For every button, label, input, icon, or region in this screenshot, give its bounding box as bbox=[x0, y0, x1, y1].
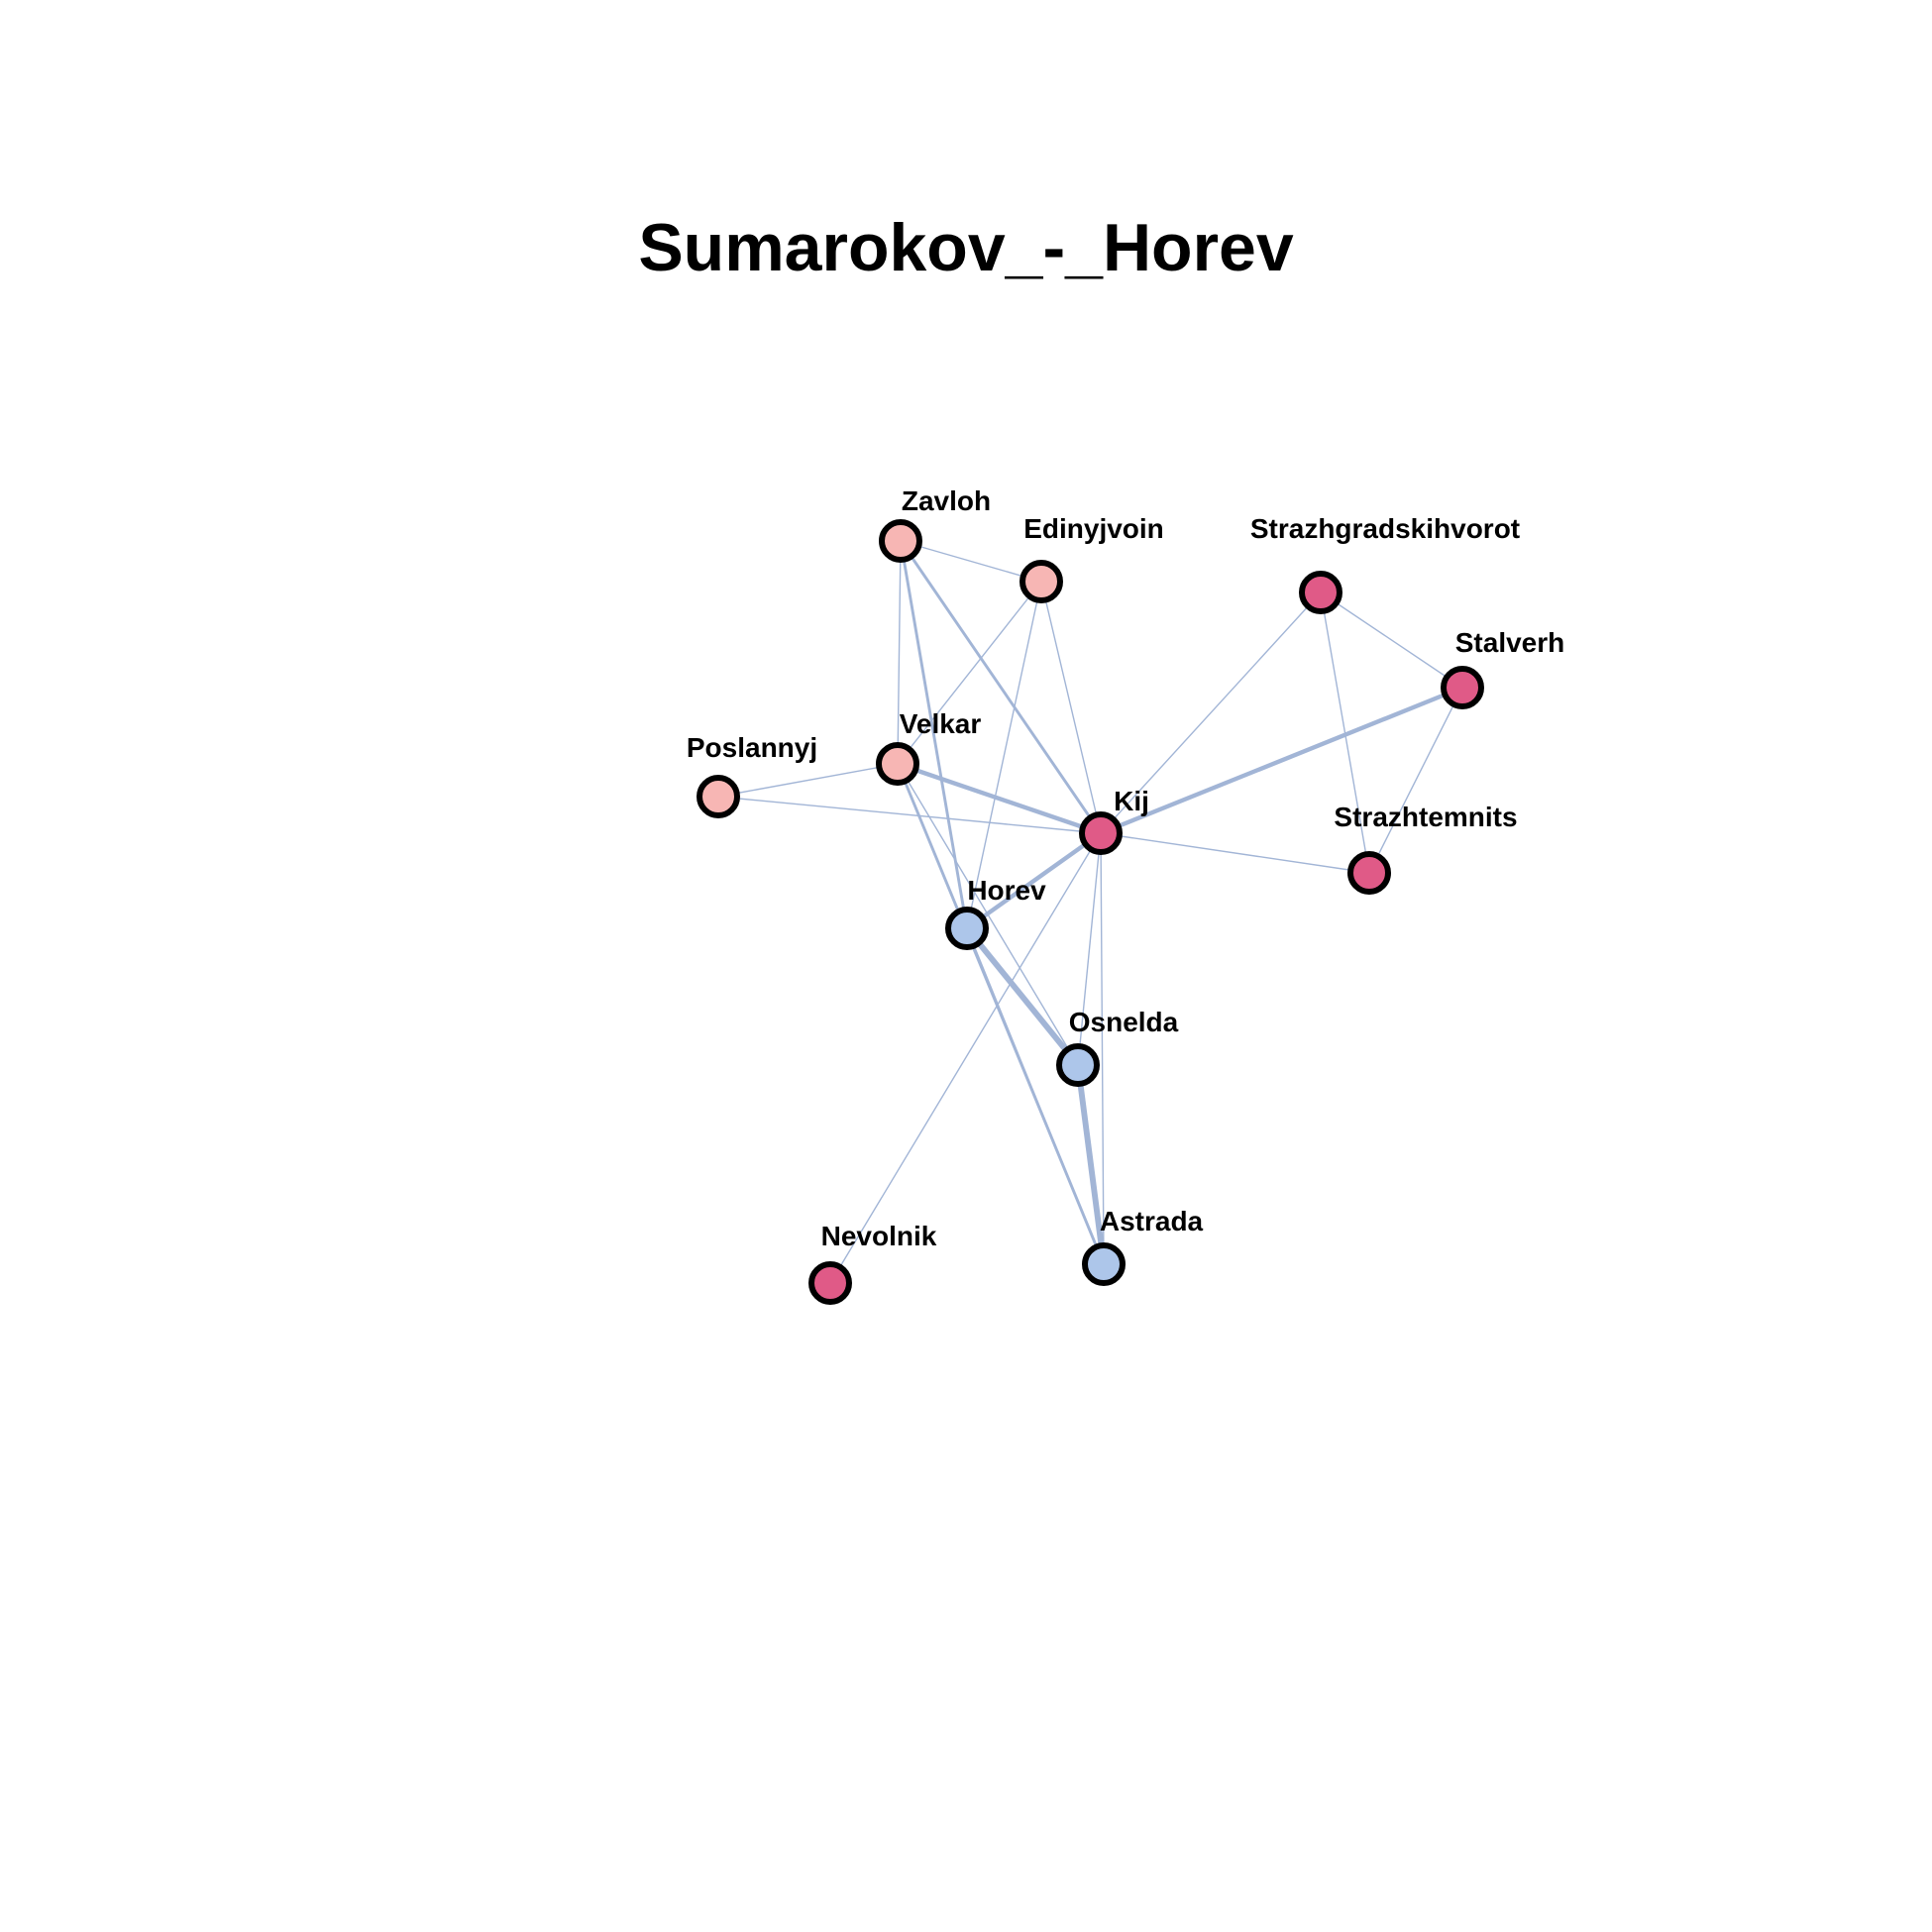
node-label-zavloh: Zavloh bbox=[902, 485, 991, 516]
edge-edinyjvoin-horev bbox=[966, 581, 1042, 929]
node-poslannyj[interactable] bbox=[697, 775, 740, 818]
edge-stalverh-strazhtemnits bbox=[1368, 687, 1463, 874]
edge-layer bbox=[717, 539, 1465, 1284]
edge-kij-horev bbox=[964, 830, 1104, 931]
node-layer bbox=[697, 519, 1484, 1305]
edge-horev-osnelda bbox=[964, 925, 1081, 1068]
node-horev[interactable] bbox=[945, 907, 989, 950]
node-edinyjvoin[interactable] bbox=[1020, 560, 1063, 603]
node-osnelda[interactable] bbox=[1056, 1043, 1100, 1087]
edge-stalverh-kij bbox=[1098, 685, 1465, 836]
edge-zavloh-edinyjvoin bbox=[900, 540, 1042, 583]
node-strazhtemnits[interactable] bbox=[1347, 851, 1391, 895]
node-stalverh[interactable] bbox=[1441, 666, 1484, 709]
edge-velkar-kij bbox=[895, 761, 1104, 836]
edge-kij-strazhtemnits bbox=[1100, 832, 1370, 874]
edge-strazhgradskihvorot-stalverh bbox=[1320, 591, 1463, 689]
node-zavloh[interactable] bbox=[879, 519, 922, 563]
edge-edinyjvoin-velkar bbox=[897, 581, 1042, 765]
node-velkar[interactable] bbox=[876, 742, 919, 786]
node-label-velkar: Velkar bbox=[900, 708, 982, 739]
edge-zavloh-kij bbox=[899, 539, 1103, 835]
node-label-astrada: Astrada bbox=[1100, 1206, 1204, 1236]
node-nevolnik[interactable] bbox=[808, 1261, 852, 1305]
node-strazhgradskihvorot[interactable] bbox=[1299, 571, 1342, 614]
edge-zavloh-horev bbox=[899, 539, 969, 930]
edge-kij-nevolnik bbox=[829, 832, 1102, 1284]
edge-poslannyj-kij bbox=[717, 796, 1102, 834]
node-astrada[interactable] bbox=[1082, 1242, 1126, 1286]
node-label-stalverh: Stalverh bbox=[1455, 627, 1565, 658]
node-label-strazhtemnits: Strazhtemnits bbox=[1334, 802, 1517, 832]
edge-osnelda-astrada bbox=[1075, 1062, 1107, 1267]
node-label-nevolnik: Nevolnik bbox=[821, 1221, 937, 1251]
edge-kij-astrada bbox=[1100, 832, 1105, 1265]
node-kij[interactable] bbox=[1079, 811, 1123, 855]
node-label-horev: Horev bbox=[967, 875, 1046, 906]
edge-kij-osnelda bbox=[1077, 832, 1102, 1066]
node-label-edinyjvoin: Edinyjvoin bbox=[1023, 513, 1164, 544]
edge-horev-astrada bbox=[966, 927, 1105, 1265]
edge-strazhgradskihvorot-kij bbox=[1100, 591, 1322, 834]
graph-title: Sumarokov_-_Horev bbox=[638, 210, 1294, 285]
edge-edinyjvoin-kij bbox=[1040, 581, 1102, 834]
edge-zavloh-velkar bbox=[897, 540, 902, 765]
node-label-kij: Kij bbox=[1114, 786, 1149, 816]
edge-poslannyj-velkar bbox=[717, 763, 899, 798]
node-label-strazhgradskihvorot: Strazhgradskihvorot bbox=[1250, 513, 1520, 544]
node-label-poslannyj: Poslannyj bbox=[687, 732, 817, 763]
node-label-osnelda: Osnelda bbox=[1069, 1007, 1179, 1037]
